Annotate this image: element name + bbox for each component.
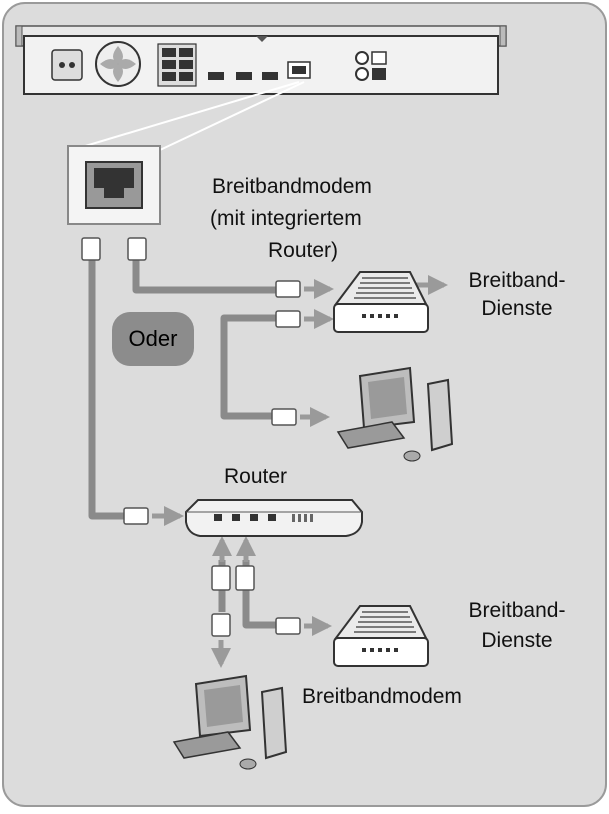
home-theater-rear-panel <box>15 25 507 151</box>
speaker-terminals-icon <box>157 43 197 87</box>
service-bottom-label-line1: Breitband- <box>468 599 566 622</box>
computer-top-icon <box>336 366 454 462</box>
service-top-label-line1: Breitband- <box>468 269 566 292</box>
lan-jack-zoom-icon <box>67 145 161 225</box>
router-label: Router <box>224 465 288 488</box>
broadband-modem-bottom-icon <box>333 605 429 667</box>
modem-router-label-line1: Breitbandmodem <box>212 175 372 198</box>
power-socket-icon <box>51 49 83 81</box>
lan-port-icon <box>287 61 311 79</box>
modem-router-label-line3: Router) <box>268 239 339 262</box>
modem-router-label-line2: (mit integriertem <box>210 207 362 230</box>
service-bottom-label-line2: Dienste <box>481 629 553 652</box>
broadband-modem-top-icon <box>333 271 429 333</box>
rj45-plugs <box>81 237 301 637</box>
network-cables <box>88 258 276 629</box>
service-top-label-line2: Dienste <box>481 297 553 320</box>
cooling-fan-icon <box>95 41 141 87</box>
audio-inputs-icon <box>355 51 387 81</box>
direction-arrows <box>152 275 448 668</box>
hdmi-ports-icon <box>208 72 278 80</box>
router-icon <box>185 499 363 537</box>
computer-bottom-icon <box>172 674 288 770</box>
modem-bottom-label: Breitbandmodem <box>302 685 462 708</box>
or-badge: Oder <box>112 312 194 366</box>
